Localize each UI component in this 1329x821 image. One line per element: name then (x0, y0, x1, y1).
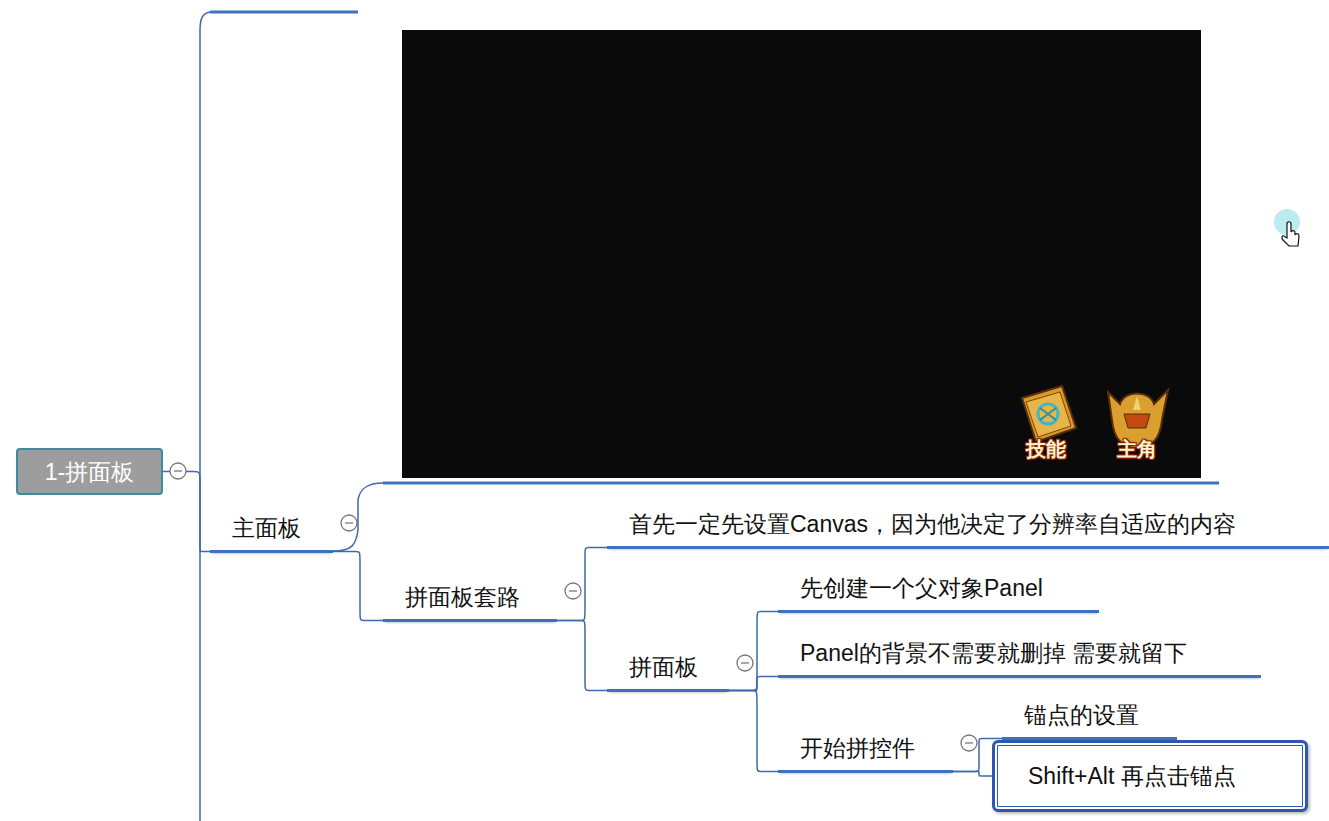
skill-book-icon (1022, 386, 1076, 442)
branch-connector (729, 677, 778, 691)
image-branch-line (333, 483, 383, 551)
branch-connector (729, 691, 778, 772)
branch-connector (333, 552, 383, 621)
branch-connector (729, 612, 778, 691)
topic-node: 锚点的设置 (1002, 695, 1177, 740)
screenshot-image (402, 30, 1201, 478)
branch-connector (557, 621, 607, 691)
branch-connector (163, 472, 210, 552)
topic-text: 锚点的设置 (1024, 701, 1139, 729)
topic-node: Panel的背景不需要就删掉 需要就留下 (778, 633, 1261, 678)
branch-connector (557, 548, 607, 621)
image-topic-underline (383, 482, 1219, 485)
icon-caption: 主角 (1117, 437, 1157, 461)
icon-caption: 技能 (1026, 437, 1066, 461)
topic-node: 开始拼控件 (778, 728, 953, 773)
topic-text: 先创建一个父对象Panel (800, 574, 1043, 602)
root-topic: 1-拼面板 (16, 448, 163, 495)
topic-text: Panel的背景不需要就删掉 需要就留下 (800, 639, 1187, 667)
topic-node: 拼面板套路 (383, 577, 557, 622)
topic-node: 主面板 (210, 508, 333, 553)
topic-text: 首先一定先设置Canvas，因为他决定了分辨率自适应的内容 (629, 510, 1236, 538)
trunk-line (200, 12, 358, 821)
topic-node: 首先一定先设置Canvas，因为他决定了分辨率自适应的内容 (607, 504, 1329, 549)
topic-text: 主面板 (232, 514, 301, 542)
topic-text: 1-拼面板 (45, 458, 134, 486)
mouse-cursor (1274, 209, 1300, 246)
selected-topic: Shift+Alt 再点击锚点 (992, 740, 1308, 812)
topic-node: 先创建一个父对象Panel (778, 568, 1099, 613)
collapse-marker (170, 463, 977, 751)
branch-connector (953, 772, 992, 777)
topic-text: 开始拼控件 (800, 734, 915, 762)
topic-node: 拼面板 (607, 647, 729, 692)
topic-text: 拼面板套路 (405, 583, 520, 611)
topic-text: 拼面板 (629, 653, 698, 681)
cut-topic-underline (210, 11, 358, 14)
topic-text: Shift+Alt 再点击锚点 (1028, 762, 1236, 790)
